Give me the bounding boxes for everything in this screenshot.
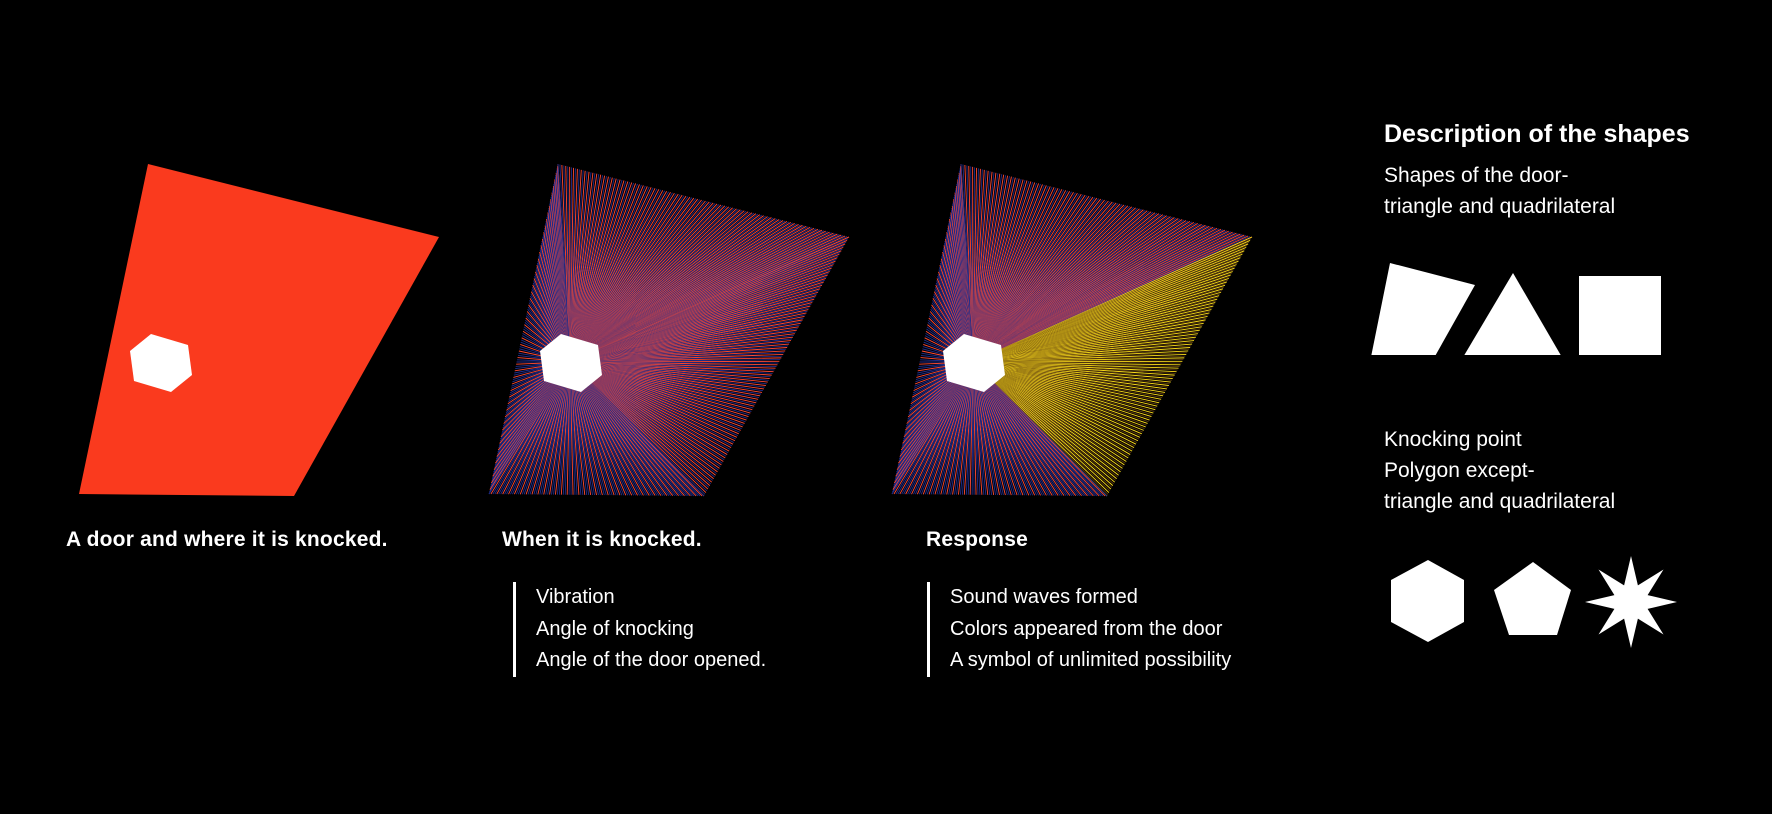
text-line: Shapes of the door- [1384,164,1569,187]
stripe-fan [891,163,1253,497]
text-line: Knocking point [1384,428,1522,451]
door-shape-icons [1371,263,1661,355]
square-icon [1579,276,1661,355]
note-item: Sound waves formed [950,586,1138,608]
pentagon-icon [1494,562,1571,635]
hexagon-icon [1391,560,1464,642]
description-title: Description of the shapes [1384,120,1690,148]
knocked-notes: Vibration Angle of knocking Angle of the… [513,582,766,677]
note-item: A symbol of unlimited possibility [950,649,1232,671]
door-figure-response [891,163,1253,497]
stripe-line [960,163,974,363]
door-figure-knocked [488,163,850,497]
knock-shapes-text: Knocking point Polygon except- triangle … [1384,424,1615,517]
caption-response: Response [926,528,1028,551]
response-notes: Sound waves formed Colors appeared from … [927,582,1231,677]
door-shapes-text: Shapes of the door- triangle and quadril… [1384,160,1615,222]
text-line: triangle and quadrilateral [1384,195,1616,218]
caption-knocked: When it is knocked. [502,528,702,551]
octagram-icon [1585,556,1677,648]
note-item: Vibration [536,586,615,608]
stripe-line [557,163,571,363]
door-figure-solid [79,164,439,496]
caption-door: A door and where it is knocked. [66,528,388,551]
text-line: Polygon except- [1384,459,1535,482]
knock-shape-icons [1391,556,1677,648]
door-shape [79,164,439,496]
note-item: Colors appeared from the door [950,617,1223,640]
note-item: Angle of the door opened. [536,649,767,671]
note-item: Angle of knocking [536,617,694,640]
triangle-icon [1464,273,1561,355]
knocking-point-hexagon [943,334,1005,392]
knocking-point-hexagon [540,334,602,392]
knocking-point-hexagon [130,334,192,392]
quadrilateral-icon [1371,263,1475,355]
stripe-fan [488,163,850,497]
text-line: triangle and quadrilateral [1384,490,1616,513]
